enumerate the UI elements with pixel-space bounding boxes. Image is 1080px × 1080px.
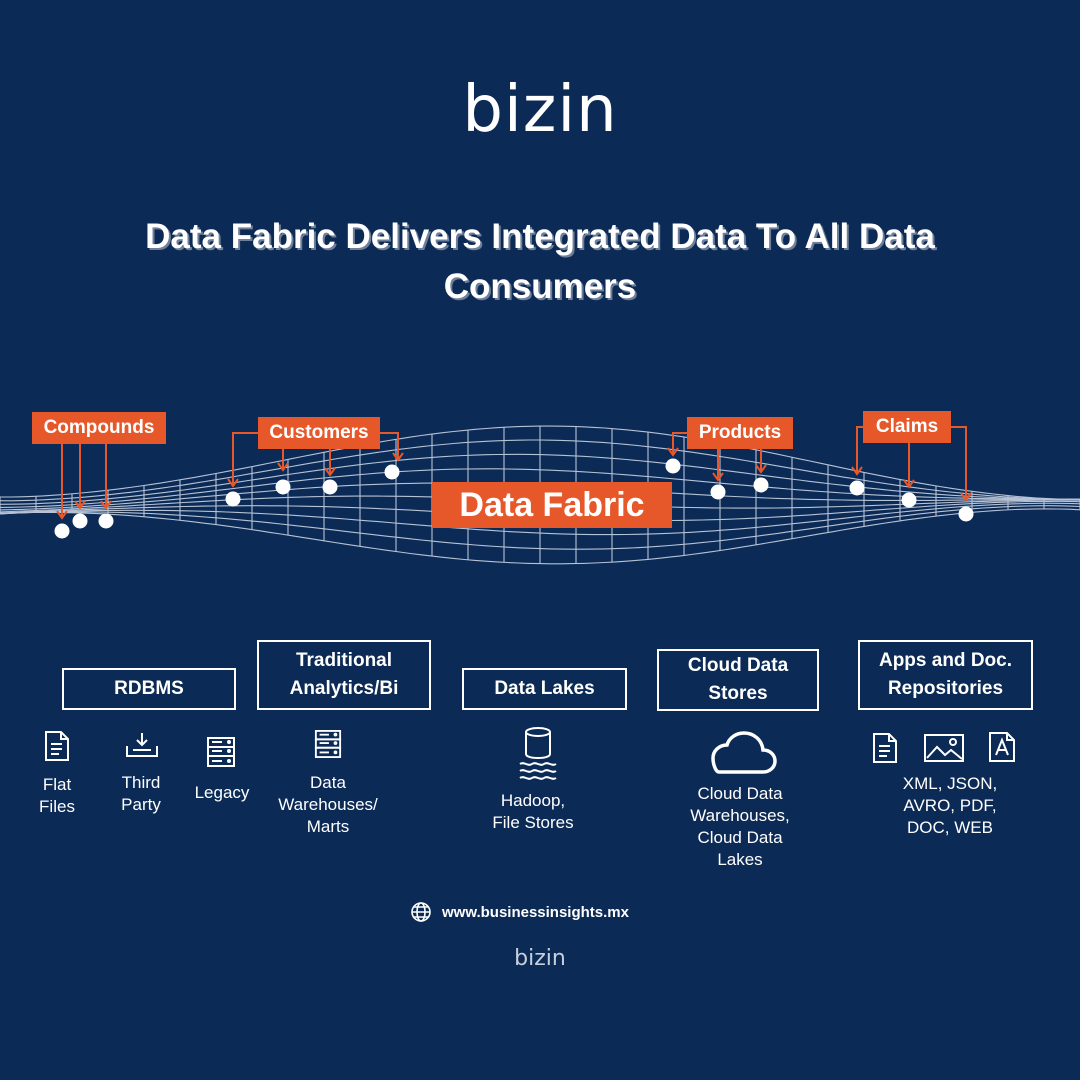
connector-arrow (232, 432, 258, 486)
arrowhead (392, 452, 404, 462)
source-cloud-data: Cloud Data Warehouses, Cloud Data Lakes (690, 784, 790, 869)
brand-logo: bizin (0, 70, 1080, 150)
document-icon (44, 730, 70, 762)
connector-arrow (672, 432, 687, 455)
data-node (384, 464, 400, 480)
data-node (98, 513, 114, 529)
arrowhead (667, 447, 679, 457)
download-tray-icon (125, 732, 159, 758)
data-node (958, 506, 974, 522)
connector-arrow (380, 432, 399, 460)
data-node (901, 492, 917, 508)
document-icon (872, 732, 898, 764)
arrowhead (56, 510, 68, 520)
category-apps-doc-repositories: Apps and Doc. Repositories (858, 640, 1033, 710)
category-cloud-data-stores: Cloud Data Stores (657, 649, 819, 711)
arrowhead (960, 492, 972, 502)
footer-url: www.businessinsights.mx (442, 903, 629, 921)
globe-icon (410, 901, 432, 923)
data-node (225, 491, 241, 507)
tag-claims: Claims (863, 411, 951, 443)
data-node (54, 523, 70, 539)
arrowhead (851, 466, 863, 476)
category-label: Apps and Doc. Repositories (878, 650, 1012, 699)
source-legacy: Legacy (194, 783, 250, 802)
arrowhead (324, 467, 336, 477)
server-icon (314, 728, 342, 760)
source-third-party: Third Party (121, 773, 161, 814)
page-title: Data Fabric Delivers Integrated Data To … (145, 217, 935, 306)
category-data-lakes: Data Lakes (462, 668, 627, 710)
database-icon (518, 726, 558, 784)
cloud-icon (703, 730, 777, 776)
arrowhead (755, 464, 767, 474)
data-node (322, 479, 338, 495)
arrowhead (277, 462, 289, 472)
source-data-warehouses: Data Warehouses/ Marts (278, 773, 378, 836)
server-icon (206, 736, 236, 768)
arrowhead (712, 472, 724, 482)
data-node (753, 477, 769, 493)
text-document-icon (988, 731, 1016, 763)
footer-logo: bizin (514, 946, 566, 971)
data-node (665, 458, 681, 474)
category-rdbms: RDBMS (62, 668, 236, 710)
category-label: Traditional Analytics/Bi (289, 650, 399, 699)
category-label: RDBMS (114, 678, 184, 699)
arrowhead (74, 500, 86, 510)
footer-website: www.businessinsights.mx (410, 900, 629, 924)
data-fabric-label: Data Fabric (432, 482, 672, 528)
tag-compounds: Compounds (32, 412, 166, 444)
arrowhead (903, 479, 915, 489)
brand-logo-text: bizin (462, 73, 618, 147)
data-node (72, 513, 88, 529)
tag-customers: Customers (258, 417, 380, 449)
source-apps-formats: XML, JSON, AVRO, PDF, DOC, WEB (902, 774, 998, 837)
source-hadoop: Hadoop, File Stores (492, 791, 574, 832)
image-icon (923, 733, 965, 763)
data-node (275, 479, 291, 495)
arrowhead (227, 478, 239, 488)
data-fabric-mesh (0, 425, 1080, 565)
category-label: Cloud Data Stores (687, 655, 789, 704)
category-label: Data Lakes (494, 678, 595, 699)
data-node (710, 484, 726, 500)
category-traditional-analytics: Traditional Analytics/Bi (257, 640, 431, 710)
connector-arrow (856, 426, 863, 474)
arrowhead (100, 500, 112, 510)
connector-arrow (951, 426, 967, 500)
data-node (849, 480, 865, 496)
tag-products: Products (687, 417, 793, 449)
source-flat-files: Flat Files (39, 775, 75, 816)
